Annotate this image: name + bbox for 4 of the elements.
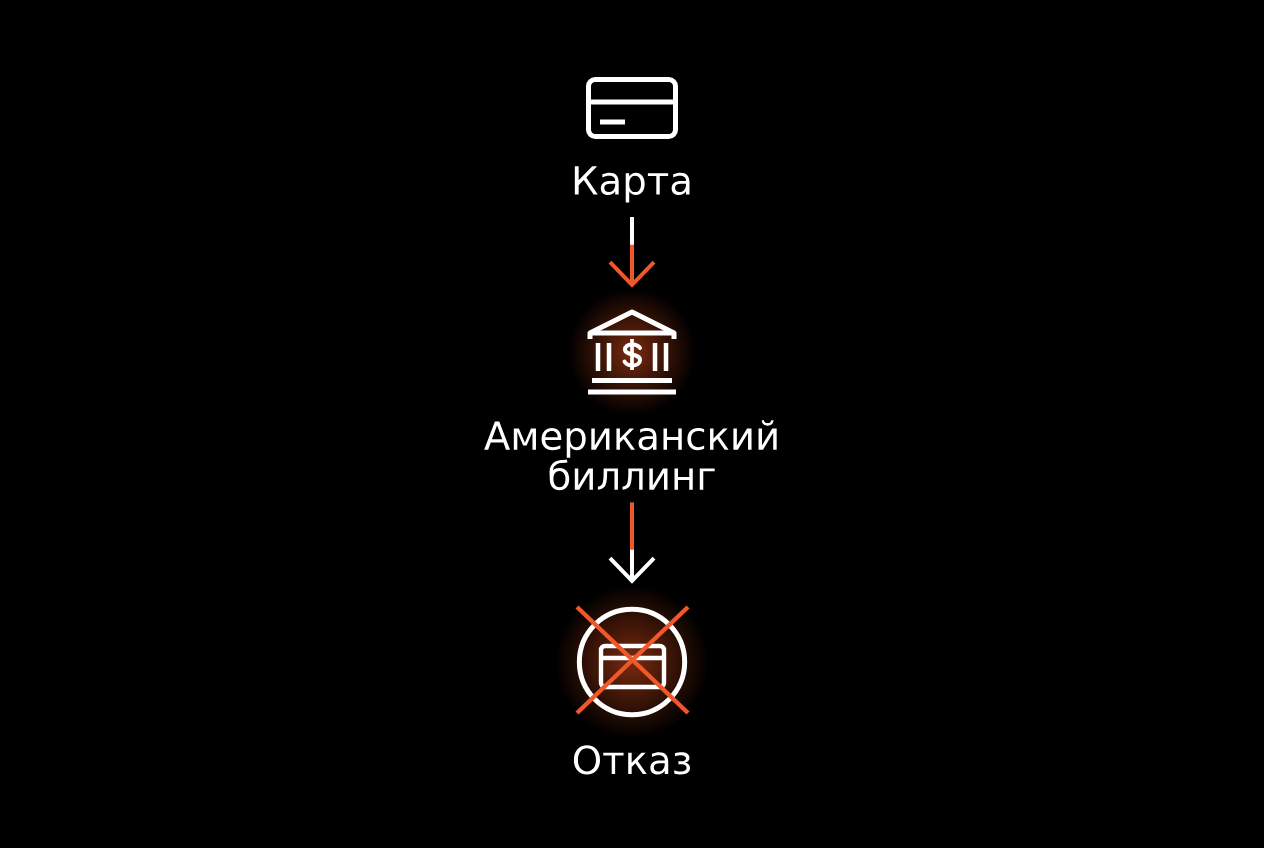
step-label: Отказ [573, 745, 691, 775]
step-label: Карта [574, 166, 690, 203]
step-label: Американский биллинг [484, 420, 777, 491]
arrow [608, 217, 656, 288]
